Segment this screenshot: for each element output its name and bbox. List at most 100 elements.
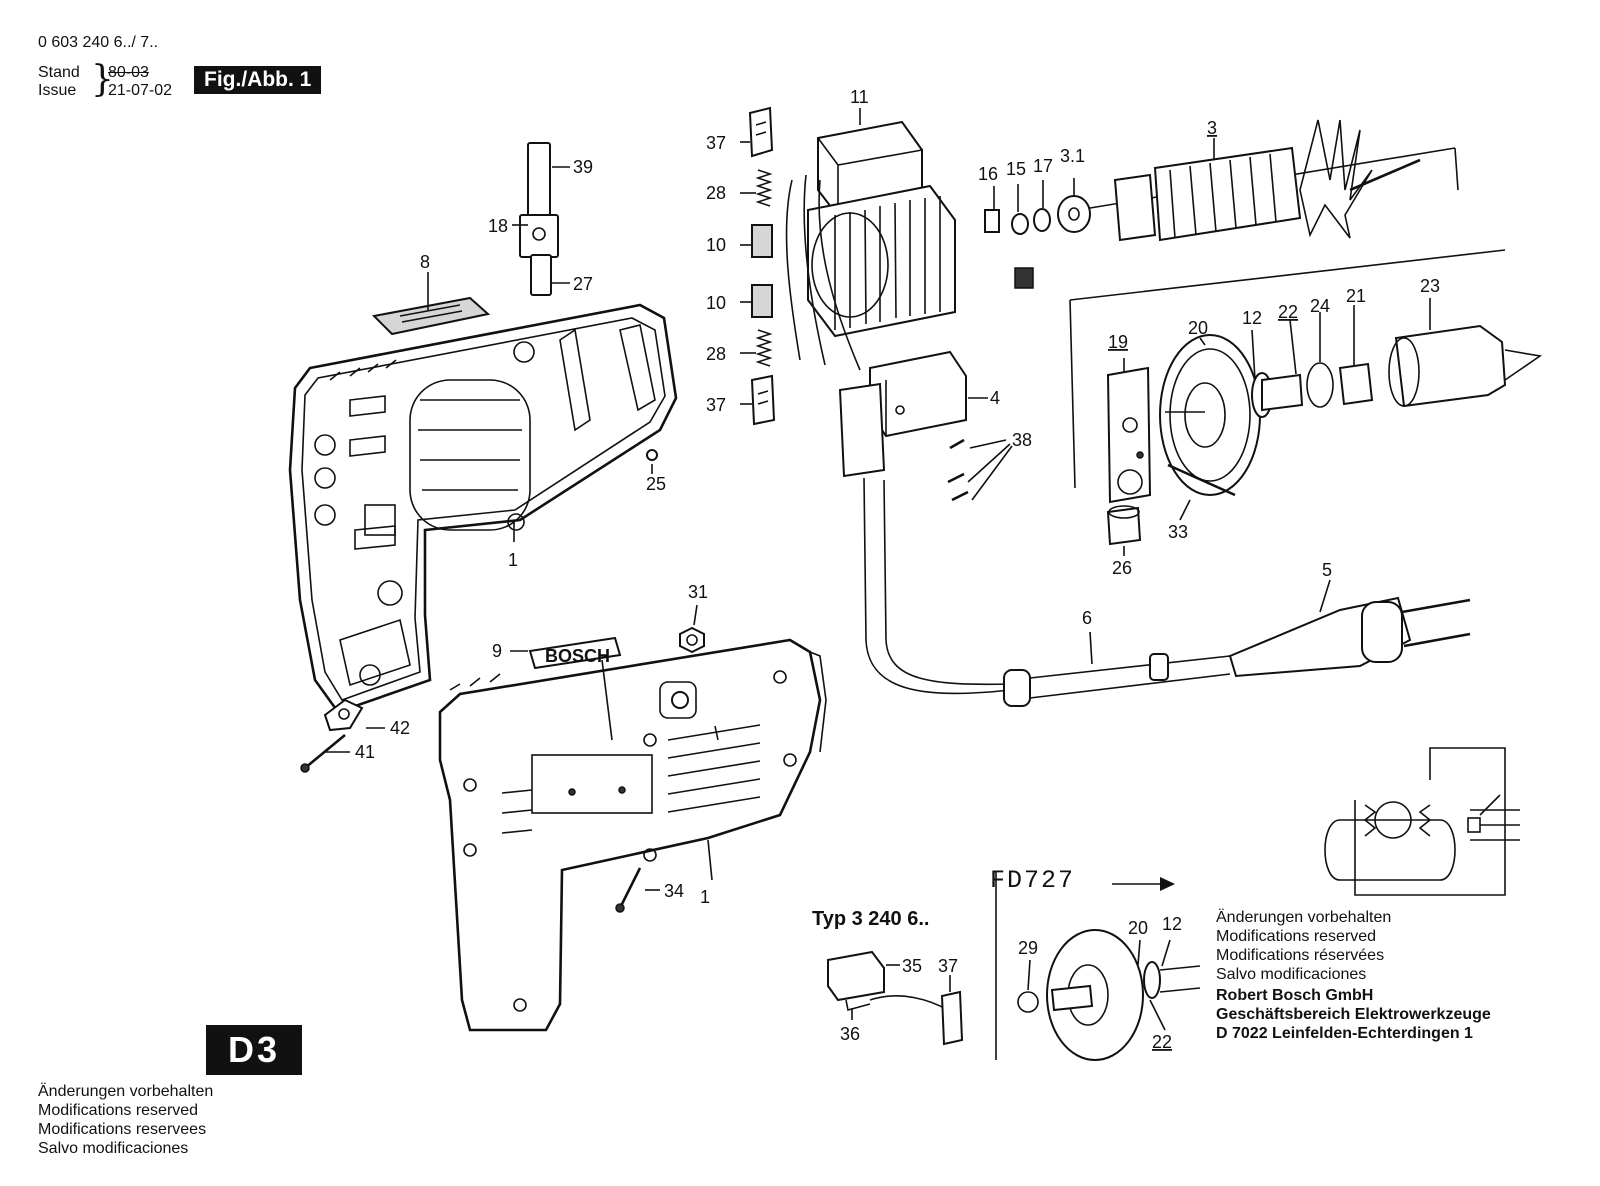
rating-plate xyxy=(371,296,491,336)
spring-28-top xyxy=(755,169,773,207)
label-39: 39 xyxy=(573,157,593,177)
label-36: 36 xyxy=(840,1024,860,1044)
label-11: 11 xyxy=(850,87,869,107)
modifications-notes-left: Änderungen vorbehalten Modifications res… xyxy=(38,1082,213,1158)
field-coil xyxy=(785,120,956,371)
label-24: 24 xyxy=(1310,296,1330,316)
stand-issue-labels: Stand Issue xyxy=(38,64,80,100)
label-42: 42 xyxy=(390,718,410,738)
label-9: 9 xyxy=(492,641,502,661)
note-line: Modifications reservees xyxy=(38,1121,207,1138)
label-22-variant: 22 xyxy=(1152,1032,1172,1052)
label-1-upper: 1 xyxy=(508,550,518,570)
screw-34-head xyxy=(615,903,625,913)
label-41: 41 xyxy=(355,742,375,762)
note-line: Salvo modificaciones xyxy=(38,1140,189,1157)
note-line: Änderungen vorbehalten xyxy=(1216,909,1392,926)
label-21: 21 xyxy=(1346,286,1366,306)
label-5: 5 xyxy=(1322,560,1332,580)
label-35: 35 xyxy=(902,956,922,976)
armature-3 xyxy=(1089,119,1459,242)
company-address: Robert Bosch GmbH Geschäftsbereich Elekt… xyxy=(1216,986,1491,1043)
brand-plate-text: BOSCH xyxy=(545,646,610,666)
note-line: Modifications reserved xyxy=(1216,928,1377,945)
variant-switch xyxy=(827,950,964,1046)
nut-31 xyxy=(679,626,705,654)
modifications-notes-right: Änderungen vorbehalten Modifications res… xyxy=(1216,908,1391,984)
label-20: 20 xyxy=(1188,318,1208,338)
label-27: 27 xyxy=(573,274,593,294)
disc-3-1 xyxy=(1057,195,1091,233)
label-6: 6 xyxy=(1082,608,1092,628)
label-28-bottom: 28 xyxy=(706,344,726,364)
label-37-bottom: 37 xyxy=(706,395,726,415)
brush-10-bottom xyxy=(751,284,773,318)
company-division: Geschäftsbereich Elektrowerkzeuge xyxy=(1216,1006,1491,1023)
spring-28-bottom xyxy=(755,329,773,367)
label-28-top: 28 xyxy=(706,183,726,203)
variant-typ-label: Typ 3 240 6.. xyxy=(812,908,930,930)
brace-glyph: } xyxy=(91,59,114,100)
switch-4 xyxy=(838,350,967,478)
brush-holder-37-bottom xyxy=(750,374,776,426)
brush-holder-37-top xyxy=(748,106,774,158)
label-33: 33 xyxy=(1168,522,1188,542)
label-12-variant: 12 xyxy=(1162,914,1182,934)
label-37-variant: 37 xyxy=(938,956,958,976)
spindle-12 xyxy=(1251,372,1304,418)
variant-gear-group xyxy=(1017,929,1201,1061)
label-12: 12 xyxy=(1242,308,1262,328)
label-22: 22 xyxy=(1278,302,1298,322)
company-name: Robert Bosch GmbH xyxy=(1216,987,1374,1004)
stand-date-old: 80-03 xyxy=(108,64,149,81)
label-34: 34 xyxy=(664,881,684,901)
label-10-top: 10 xyxy=(706,235,726,255)
slider-part xyxy=(519,142,559,296)
ring-24 xyxy=(1306,362,1334,408)
screw-25 xyxy=(646,449,658,461)
screw-34 xyxy=(618,867,642,909)
note-line: Änderungen vorbehalten xyxy=(38,1083,214,1100)
label-37-top: 37 xyxy=(706,133,726,153)
screw-33 xyxy=(1167,463,1236,497)
stand-label: Stand xyxy=(38,64,80,81)
screws-38 xyxy=(947,438,969,502)
gear-group-frame xyxy=(1069,249,1506,489)
label-16: 16 xyxy=(978,164,998,184)
leader-lines xyxy=(325,108,1431,1031)
bearing-15 xyxy=(1011,213,1029,235)
label-4: 4 xyxy=(990,388,1000,408)
label-15: 15 xyxy=(1006,159,1026,179)
label-20-variant: 20 xyxy=(1128,918,1148,938)
note-line: Salvo modificaciones xyxy=(1216,966,1367,983)
variant-arrow-head xyxy=(1160,877,1175,891)
label-29: 29 xyxy=(1018,938,1038,958)
label-38: 38 xyxy=(1012,430,1032,450)
label-10-bottom: 10 xyxy=(706,293,726,313)
company-location: D 7022 Leinfelden-Echterdingen 1 xyxy=(1216,1025,1473,1042)
label-19: 19 xyxy=(1108,332,1128,352)
plug-5 xyxy=(1228,596,1471,678)
chuck-23 xyxy=(1388,324,1543,408)
label-31: 31 xyxy=(688,582,708,602)
part-labels: 39 18 27 8 1 25 42 41 9 31 34 1 37 28 10… xyxy=(355,87,1440,1052)
section-badge: D3 xyxy=(206,1025,303,1075)
small-part xyxy=(1014,267,1034,289)
gear-plate-19 xyxy=(1106,366,1152,504)
gear-20 xyxy=(1159,334,1261,496)
issue-date: 21-07-02 xyxy=(108,82,173,99)
label-17: 17 xyxy=(1033,156,1053,176)
ring-17 xyxy=(1033,208,1051,232)
figure-badge: Fig./Abb. 1 xyxy=(194,66,322,94)
housing-half-left xyxy=(288,303,678,714)
brand-plate: BOSCH xyxy=(528,636,622,741)
label-23: 23 xyxy=(1420,276,1440,296)
label-18: 18 xyxy=(488,216,508,236)
label-26: 26 xyxy=(1112,558,1132,578)
housing-half-right xyxy=(438,638,827,1032)
bearing-26 xyxy=(1106,505,1142,546)
screw-clamp-42 xyxy=(323,698,364,732)
label-1-lower: 1 xyxy=(700,887,710,907)
screw-41 xyxy=(300,733,346,773)
